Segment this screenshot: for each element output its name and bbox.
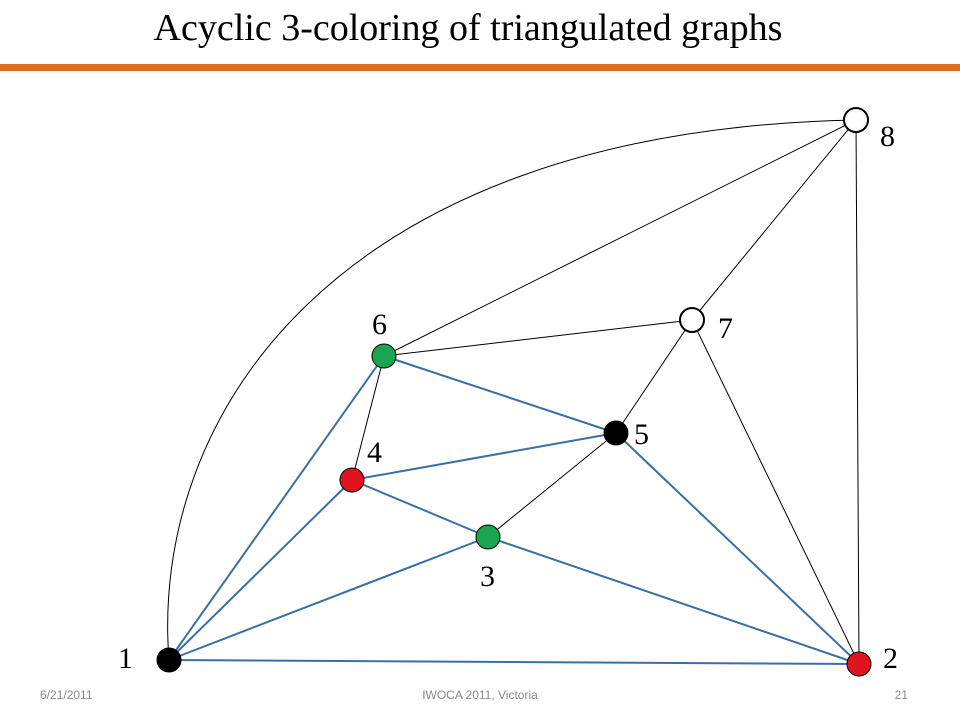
title-rule (0, 64, 960, 71)
vertex-label-2: 2 (883, 642, 898, 675)
edge-7-2 (691, 319, 860, 665)
labels-layer: 1 2 3 4 5 6 7 8 (118, 120, 898, 675)
edge-1-8 (167, 119, 857, 661)
footer-date: 6/21/2011 (40, 688, 93, 702)
vertex-label-8: 8 (880, 120, 895, 153)
vertex-1 (156, 647, 182, 673)
edge-7-8 (691, 119, 857, 321)
vertex-2 (846, 651, 872, 677)
vertex-6 (371, 343, 397, 369)
edge-5-7 (615, 319, 693, 434)
edge-6-8 (383, 119, 857, 357)
vertex-5 (603, 420, 629, 446)
edge-5-2 (615, 432, 860, 665)
edge-1-4 (168, 479, 353, 661)
edge-8-2 (855, 119, 860, 665)
edge-4-3 (351, 479, 489, 538)
footer-page-number: 21 (894, 688, 908, 702)
edge-6-7 (383, 319, 693, 357)
footer-conference: IWOCA 2011, Victoria (422, 688, 538, 702)
vertex-label-7: 7 (718, 312, 733, 345)
vertex-7 (679, 307, 705, 333)
vertex-label-6: 6 (372, 308, 387, 341)
edge-1-2 (168, 659, 860, 665)
edge-6-5 (383, 355, 617, 434)
vertex-label-4: 4 (367, 436, 382, 469)
slide-title: Acyclic 3-coloring of triangulated graph… (153, 7, 783, 49)
edge-3-5 (487, 432, 617, 538)
edge-1-6 (168, 355, 385, 661)
vertex-4 (339, 467, 365, 493)
edge-4-5 (351, 432, 617, 481)
vertex-label-5: 5 (634, 418, 649, 451)
edge-4-6 (351, 355, 385, 481)
edge-1-3 (168, 536, 489, 661)
vertex-3 (475, 524, 501, 550)
edge-3-2 (487, 536, 860, 665)
vertex-label-1: 1 (118, 642, 133, 675)
edges-layer (167, 119, 860, 665)
vertex-8 (843, 107, 869, 133)
vertices-layer (156, 107, 872, 677)
vertex-label-3: 3 (480, 560, 495, 593)
